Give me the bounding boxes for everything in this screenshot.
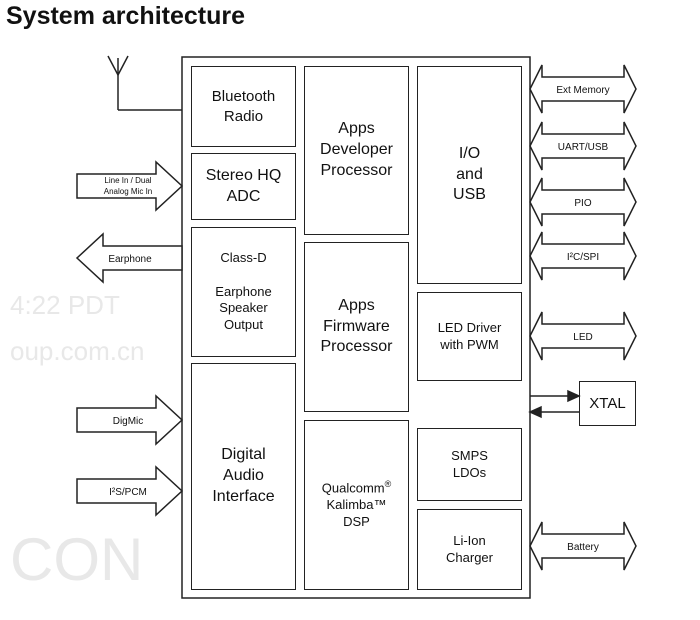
arrow-right-signal-3: [529, 231, 637, 281]
block-io-usb: I/O and USB: [417, 66, 522, 284]
block-led-driver: LED Driver with PWM: [417, 292, 522, 381]
block-class-d: Class-D Earphone Speaker Output: [191, 227, 296, 357]
signal-i2s: I²S/PCM: [109, 487, 147, 498]
signal-right-3: I²C/SPI: [567, 252, 599, 263]
block-xtal: XTAL: [579, 381, 636, 426]
signal-right-5: Battery: [567, 542, 599, 553]
block-smps-ldos: SMPS LDOs: [417, 428, 522, 501]
arrow-line-in: [76, 160, 184, 212]
watermark-line2: oup.com.cn: [10, 336, 145, 366]
antenna-icon: [107, 55, 182, 111]
registered-mark: ®: [384, 479, 392, 489]
signal-right-2: PIO: [574, 198, 591, 209]
signal-line-in-2: Analog Mic In: [104, 187, 152, 196]
arrow-earphone: [75, 232, 183, 284]
signal-earphone: Earphone: [108, 254, 152, 265]
arrow-right-signal-5: [529, 521, 637, 571]
block-apps-firmware-processor: Apps Firmware Processor: [304, 242, 409, 412]
kalimba-line1: Qualcomm®: [322, 479, 392, 497]
arrow-right-signal-4: [529, 311, 637, 361]
page-title: System architecture: [6, 2, 246, 30]
signal-right-1: UART/USB: [558, 142, 609, 153]
block-digital-audio-interface: Digital Audio Interface: [191, 363, 296, 590]
signal-digmic: DigMic: [113, 416, 144, 427]
signal-right-4: LED: [573, 332, 592, 343]
block-apps-developer-processor: Apps Developer Processor: [304, 66, 409, 235]
kalimba-brand: Qualcomm: [321, 480, 385, 496]
arrow-right-signal-2: [529, 177, 637, 227]
signal-line-in-1: Line In / Dual: [104, 176, 151, 185]
watermark-line1: 4:22 PDT: [10, 290, 120, 320]
kalimba-rest: Kalimba™ DSP: [326, 497, 387, 530]
arrow-i2s: [76, 465, 184, 517]
arrow-right-signal-0: [529, 64, 637, 114]
arrow-right-signal-1: [529, 121, 637, 171]
watermark-large: CON: [10, 526, 144, 593]
block-bluetooth-radio: Bluetooth Radio: [191, 66, 296, 147]
signal-right-0: Ext Memory: [556, 85, 609, 96]
block-stereo-adc: Stereo HQ ADC: [191, 153, 296, 220]
xtal-arrows: [528, 389, 581, 419]
chip-outline: [181, 56, 531, 599]
arrow-digmic: [76, 394, 184, 446]
block-li-ion-charger: Li-Ion Charger: [417, 509, 522, 590]
block-kalimba-dsp: Qualcomm® Kalimba™ DSP: [304, 420, 409, 590]
